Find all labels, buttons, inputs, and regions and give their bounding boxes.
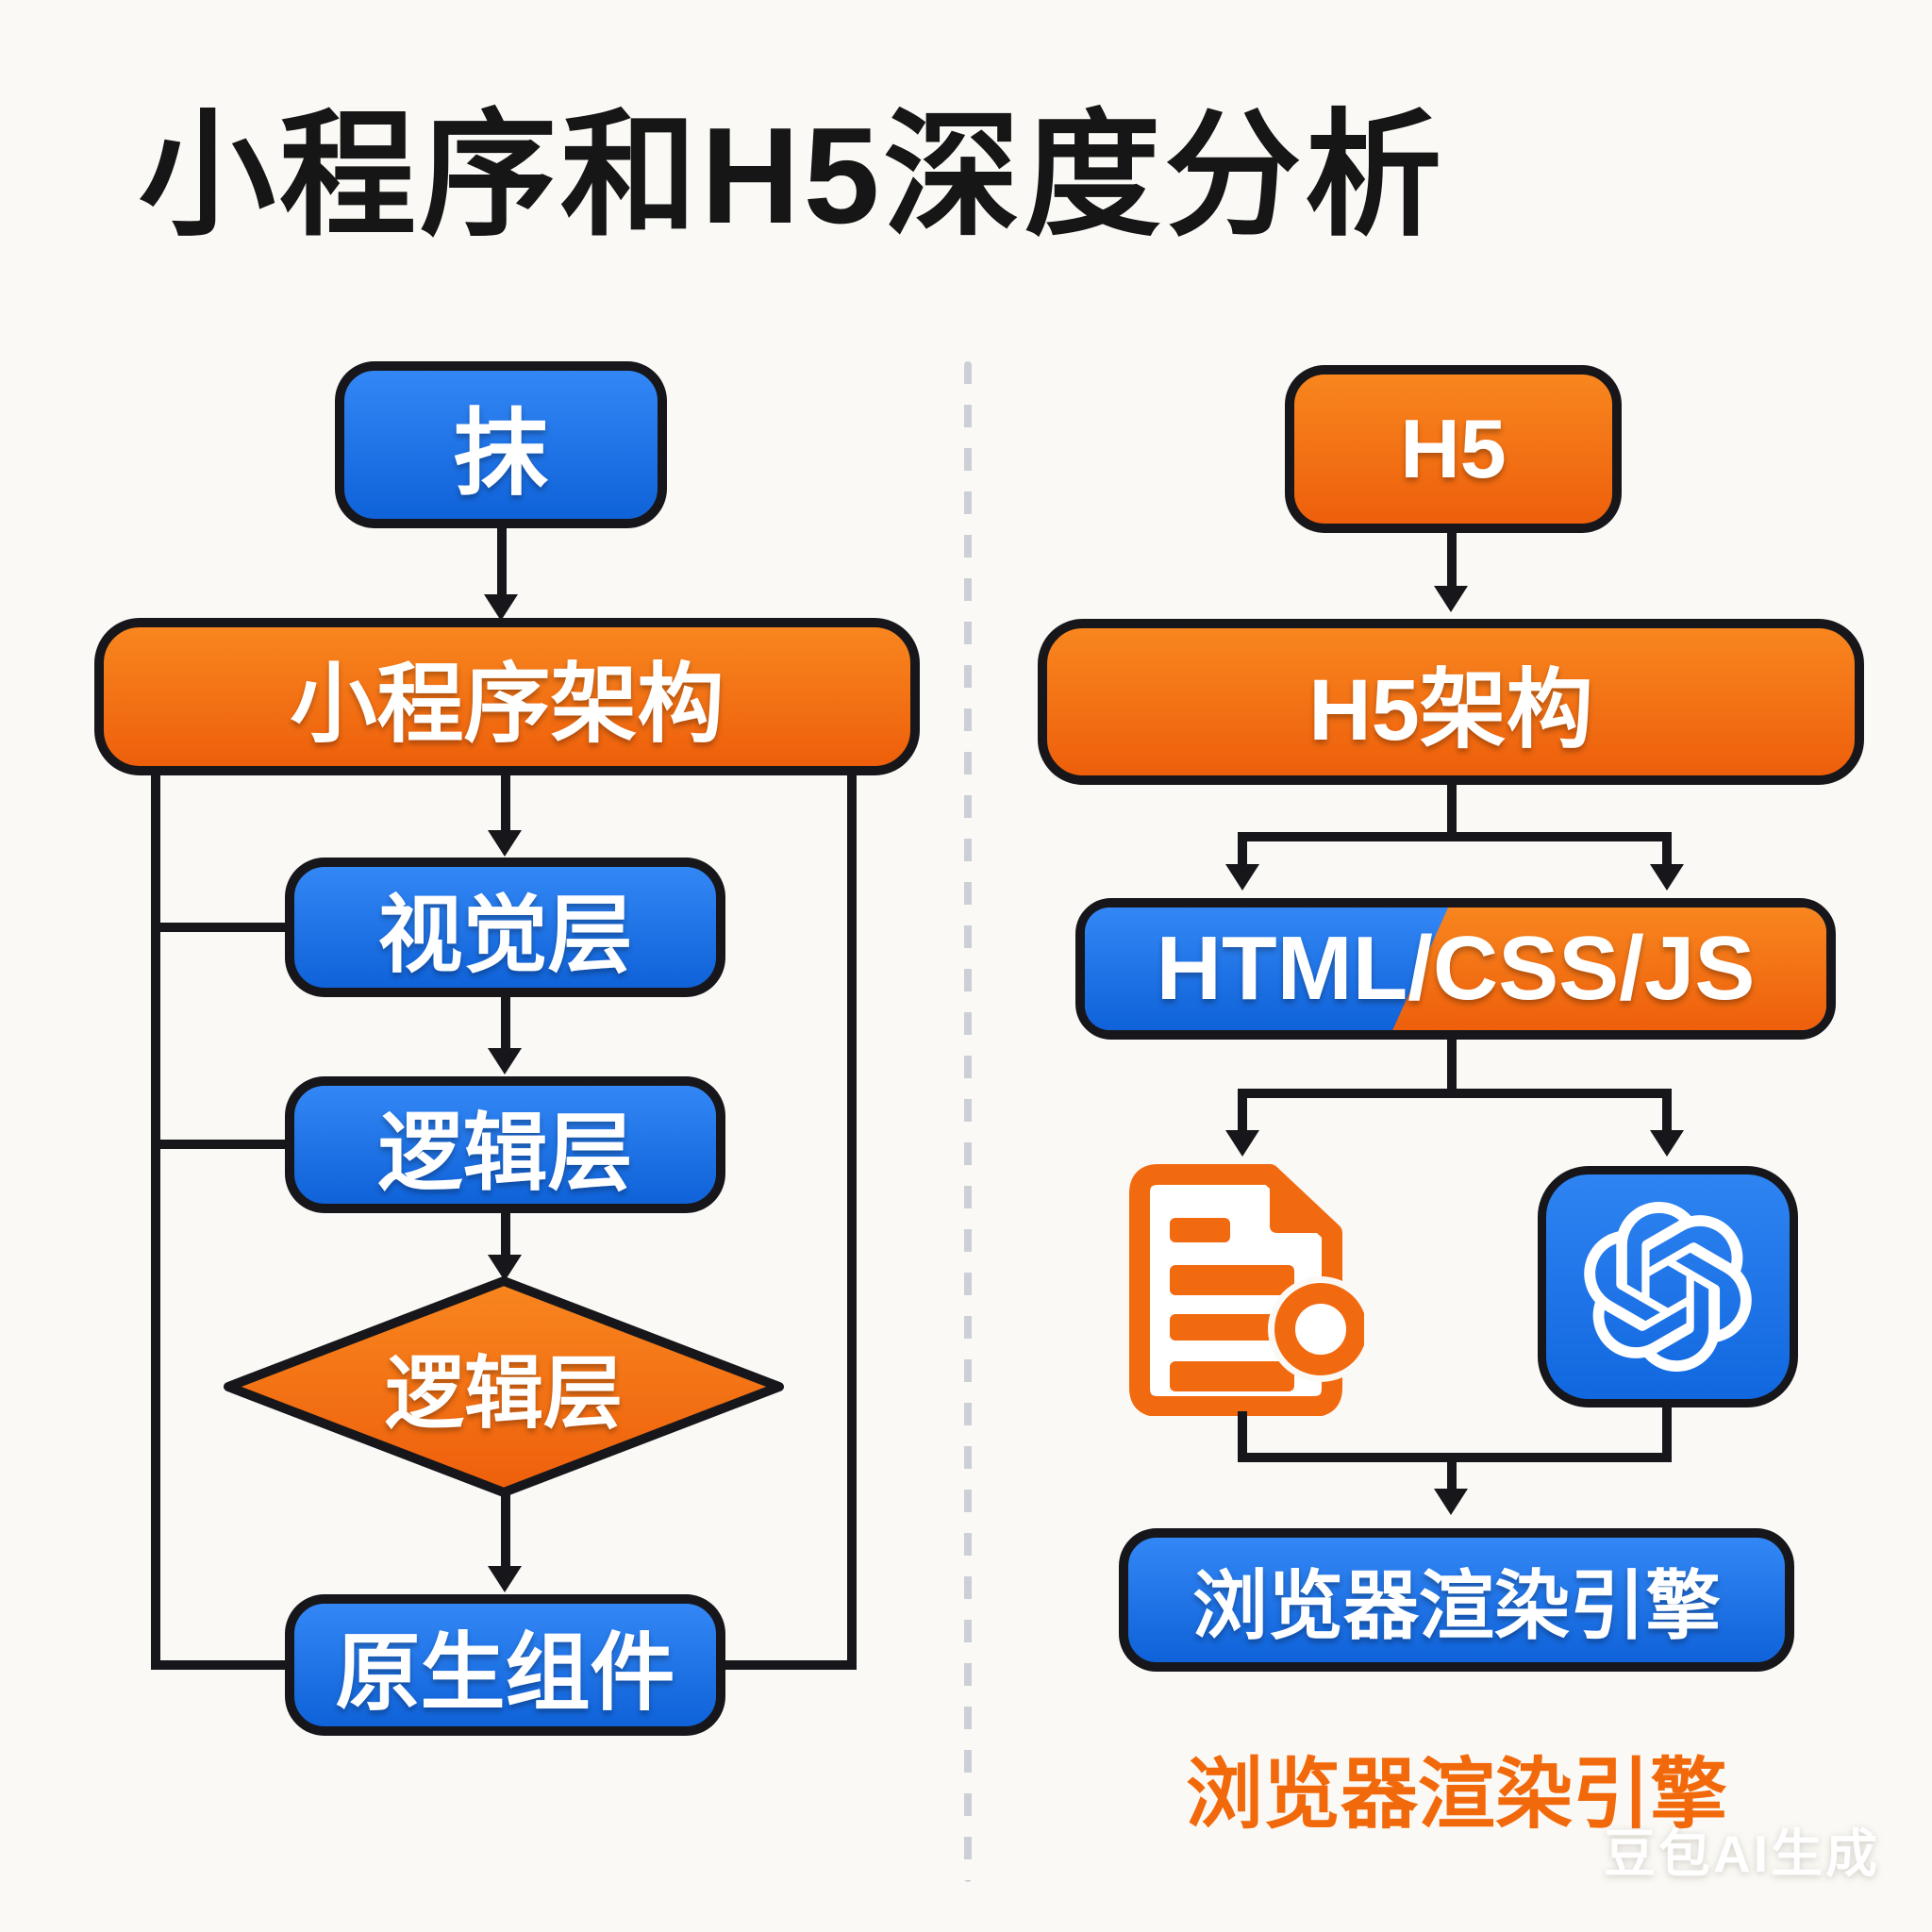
node-miniprogram-architecture-label: 小程序架构	[290, 657, 724, 753]
connector-stub-native-left	[151, 1660, 289, 1670]
connector-stub-view	[151, 923, 289, 932]
branch-line	[1447, 783, 1457, 840]
branch-line	[1447, 1038, 1457, 1094]
branch-line	[1662, 832, 1672, 866]
node-miniprogram-label: 抹	[454, 401, 548, 507]
merge-line	[1447, 1453, 1457, 1491]
arrow-line	[501, 995, 510, 1050]
arrow-line	[1447, 531, 1457, 588]
page-title: 小程序和H5深度分析	[139, 99, 1446, 252]
arrow-head	[488, 1048, 522, 1074]
openai-logo-icon	[1538, 1166, 1798, 1407]
node-miniprogram-architecture: 小程序架构	[94, 618, 920, 775]
connector-stub-logic	[151, 1140, 289, 1149]
browser-engine-caption: 浏览器渲染引擎	[1185, 1752, 1727, 1838]
branch-line	[1238, 1089, 1247, 1132]
merge-line	[1662, 1406, 1672, 1462]
node-h5-architecture-label: H5架构	[1308, 661, 1593, 758]
arrow-head	[488, 830, 522, 857]
node-native-components-label: 原生组件	[335, 1626, 675, 1721]
arrow-line	[501, 774, 510, 832]
arrow-head	[484, 594, 518, 621]
ai-watermark: 豆包AI生成	[1604, 1824, 1881, 1883]
node-miniprogram: 抹	[335, 361, 667, 528]
node-browser-engine-label: 浏览器渲染引擎	[1192, 1564, 1721, 1648]
stack-orange-half	[1392, 908, 1826, 1030]
connector-rail-right	[847, 772, 857, 1670]
node-view-layer-label: 视觉层	[377, 889, 633, 983]
column-divider	[964, 361, 972, 1882]
arrow-head	[1650, 1130, 1684, 1157]
document-search-icon	[1121, 1163, 1374, 1417]
branch-bar	[1238, 1089, 1672, 1098]
arrow-head	[1434, 586, 1468, 612]
arrow-line	[501, 1211, 510, 1257]
node-browser-engine: 浏览器渲染引擎	[1119, 1528, 1794, 1672]
node-html-css-js-label: HTML/CSS/JS	[1156, 918, 1756, 1019]
node-h5-architecture: H5架构	[1038, 619, 1864, 785]
branch-line	[1662, 1089, 1672, 1132]
arrow-head	[1225, 864, 1259, 891]
node-logic-layer: 逻辑层	[285, 1076, 725, 1213]
arrow-line	[497, 526, 507, 596]
arrow-line	[501, 1491, 510, 1568]
node-h5-label: H5	[1400, 402, 1507, 495]
node-decision-diamond-label: 逻辑层	[384, 1348, 623, 1438]
branch-bar	[1238, 832, 1672, 841]
arrow-head	[1225, 1130, 1259, 1157]
connector-rail-left	[151, 772, 160, 1670]
node-logic-layer-label: 逻辑层	[377, 1106, 633, 1201]
stack-blue-half	[1085, 908, 1826, 1030]
connector-stub-native-right	[723, 1660, 857, 1670]
merge-line	[1238, 1411, 1247, 1462]
branch-line	[1238, 832, 1247, 866]
node-native-components: 原生组件	[285, 1594, 725, 1736]
arrow-head	[488, 1566, 522, 1592]
node-h5: H5	[1285, 365, 1622, 533]
arrow-head	[1650, 864, 1684, 891]
arrow-head	[1434, 1489, 1468, 1515]
node-view-layer: 视觉层	[285, 858, 725, 997]
node-html-css-js: HTML/CSS/JS	[1075, 898, 1836, 1040]
